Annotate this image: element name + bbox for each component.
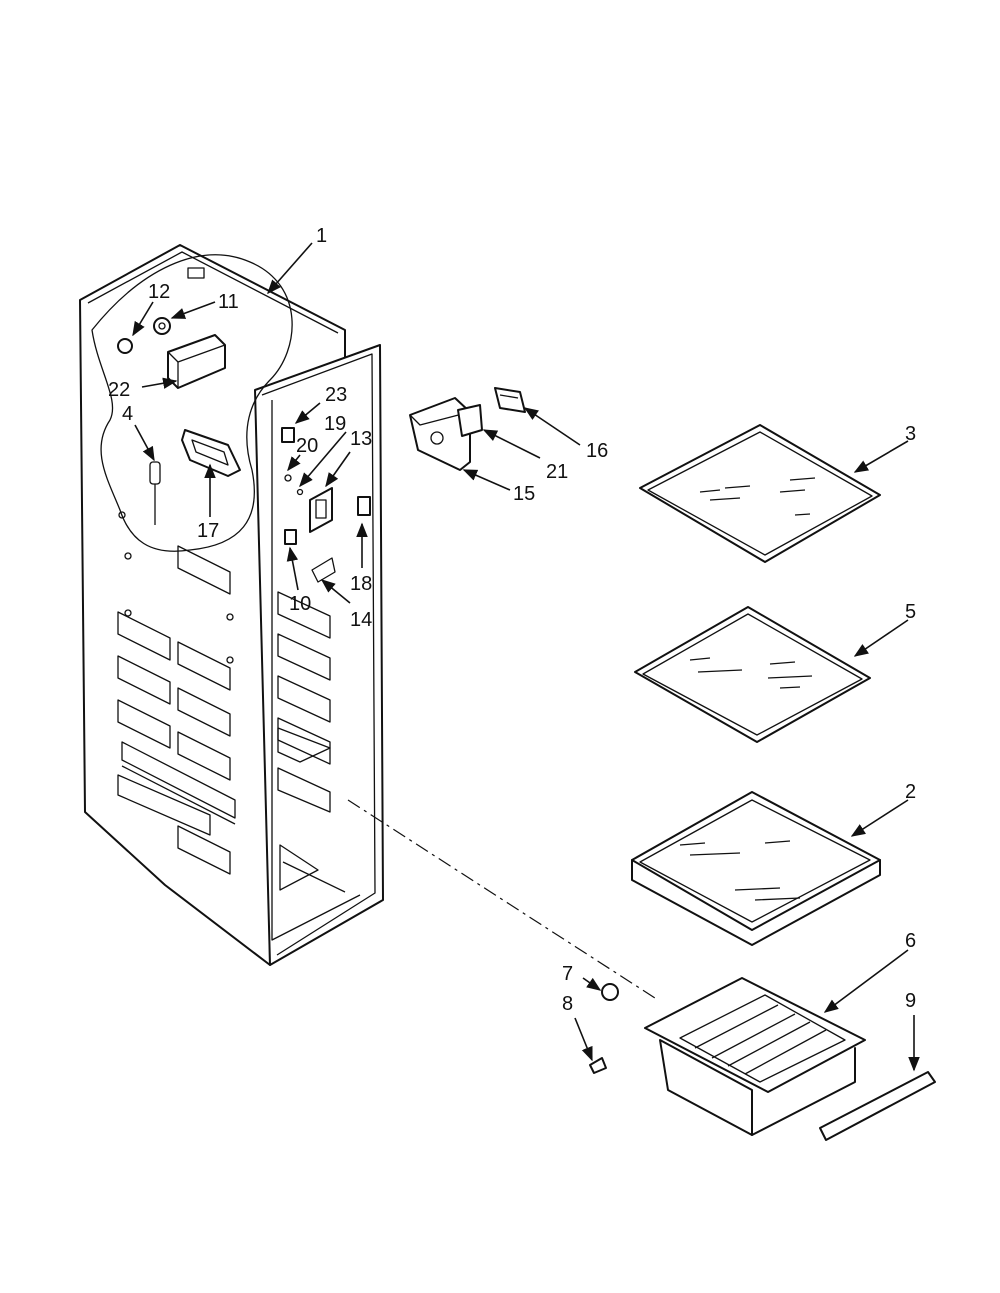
callout-9: 9 <box>905 990 916 1012</box>
shelf-5 <box>634 606 871 743</box>
evaporator-cover-assembly <box>117 317 226 389</box>
callout-8: 8 <box>562 993 573 1015</box>
callout-22: 22 <box>108 379 130 401</box>
leader-lines <box>132 242 920 1072</box>
shelf-2 <box>631 791 881 946</box>
control-bracket <box>409 387 526 471</box>
light-housing <box>181 429 241 477</box>
control-components <box>281 427 371 583</box>
callout-10: 10 <box>289 593 311 615</box>
callout-3: 3 <box>905 423 916 445</box>
cabinet-liner <box>79 244 384 966</box>
callout-7: 7 <box>562 963 573 985</box>
callout-15: 15 <box>513 483 535 505</box>
callout-13: 13 <box>350 428 372 450</box>
callout-6: 6 <box>905 930 916 952</box>
callout-23: 23 <box>325 384 347 406</box>
callout-5: 5 <box>905 601 916 623</box>
sensor-part <box>149 461 161 525</box>
callout-4: 4 <box>122 403 133 425</box>
shelf-3 <box>639 424 881 563</box>
callout-2: 2 <box>905 781 916 803</box>
callout-16: 16 <box>586 440 608 462</box>
callout-18: 18 <box>350 573 372 595</box>
crisper-drawer <box>589 977 936 1141</box>
callout-17: 17 <box>197 520 219 542</box>
callout-1: 1 <box>316 225 327 247</box>
callout-19: 19 <box>324 413 346 435</box>
alignment-line <box>347 799 656 999</box>
callout-11: 11 <box>218 291 239 313</box>
callout-12: 12 <box>148 281 170 303</box>
callout-21: 21 <box>546 461 568 483</box>
callout-20: 20 <box>296 435 318 457</box>
callout-14: 14 <box>350 609 372 631</box>
